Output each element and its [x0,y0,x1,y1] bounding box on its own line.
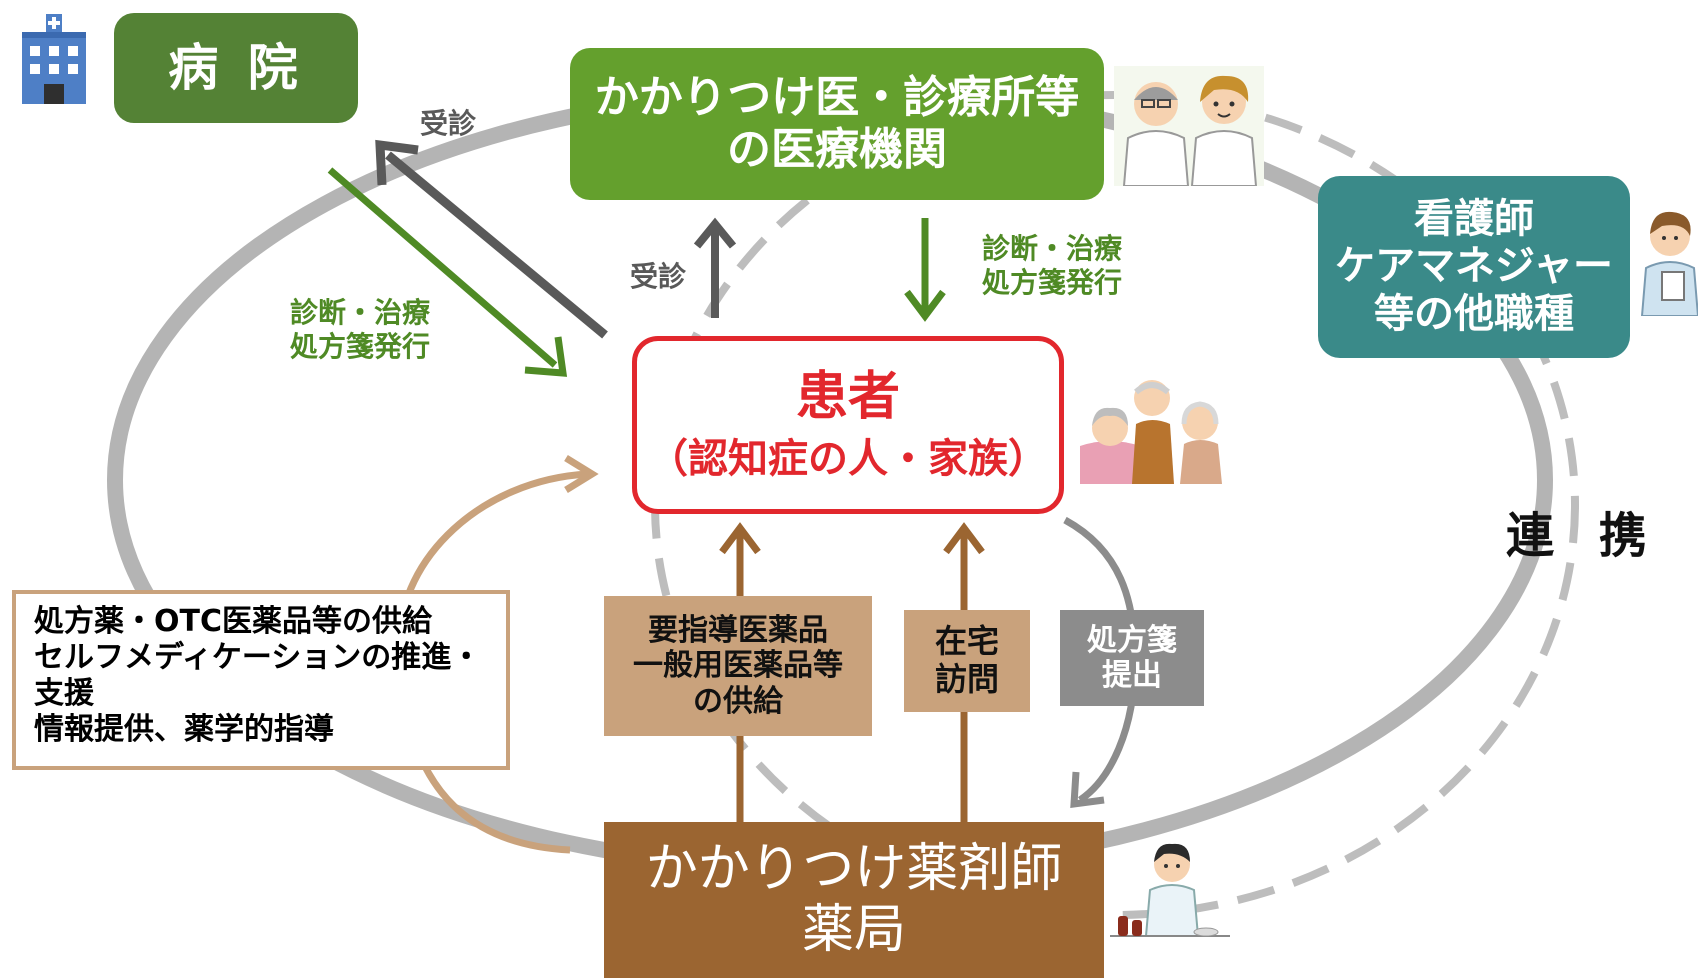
label-diagnosis-clinic-line1: 診断・治療 [982,232,1123,265]
clinic-label-line1: かかりつけ医・診療所等 [594,72,1080,124]
home-visit-line1: 在宅 [934,622,999,661]
pharmacist-illustration-icon [1110,840,1230,958]
nurse-illustration-icon [1638,206,1700,317]
clinic-label-line2: の医療機関 [727,124,947,175]
prescription-submit-line1: 処方箋 [1087,622,1177,658]
home-visit-line2: 訪問 [934,660,999,698]
pharmacy-node: かかりつけ薬剤師 薬局 [604,822,1104,978]
hospital-label: 病 院 [168,38,304,97]
supply-info-box: 処方薬・OTC医薬品等の供給 セルフメディケーションの推進・ 支援 情報提供、薬… [12,590,510,770]
label-visit-clinic: 受診 [630,260,687,293]
label-collaboration: 連 携 [1506,508,1661,564]
label-diagnosis-clinic-line2: 処方箋発行 [982,265,1123,299]
supply-info-line4: 情報提供、薬学的指導 [34,712,334,747]
pharmacy-label-line1: かかりつけ薬剤師 [645,838,1063,899]
hospital-node: 病 院 [114,13,358,123]
supply-info-line1: 処方薬・OTC医薬品等の供給 [34,604,432,639]
pharmacy-label-line2: 薬局 [801,900,906,960]
guidance-drugs-line1: 要指導医薬品 [648,612,828,648]
guidance-drugs-line2: 一般用医薬品等 [633,648,843,684]
prescription-submit-box: 処方箋 提出 [1060,610,1204,706]
label-diagnosis-clinic: 診断・治療 処方箋発行 [982,232,1122,299]
label-diagnosis-hospital-line1: 診断・治療 [290,296,431,329]
supply-info-line2: セルフメディケーションの推進・ [34,640,482,675]
arrow-visit-hospital [375,139,608,339]
label-diagnosis-hospital: 診断・治療 処方箋発行 [290,296,430,363]
other-staff-line1: 看護師 [1414,196,1534,243]
arrow-diagnosis-hospital [327,167,568,377]
label-diagnosis-hospital-line2: 処方箋発行 [290,329,431,363]
patient-label-line1: 患者 [795,366,900,427]
hospital-building-icon [18,12,90,108]
supply-info-line3: 支援 [34,676,94,711]
prescription-submit-line2: 提出 [1102,658,1162,693]
elderly-family-illustration-icon [1080,376,1226,484]
other-staff-line2: ケアマネジャー [1335,243,1613,290]
other-staff-line3: 等の他職種 [1374,290,1574,337]
doctors-illustration-icon [1114,66,1264,187]
guidance-drugs-line3: の供給 [693,683,783,719]
arrow-diagnosis-clinic [904,218,946,322]
other-staff-node: 看護師 ケアマネジャー 等の他職種 [1318,176,1630,358]
arrow-visit-clinic [693,217,737,318]
home-visit-box: 在宅 訪問 [904,610,1030,712]
patient-label-line2: （認知症の人・家族） [648,436,1048,483]
guidance-drugs-box: 要指導医薬品 一般用医薬品等 の供給 [604,596,872,736]
label-visit-hospital: 受診 [420,107,477,140]
clinic-node: かかりつけ医・診療所等 の医療機関 [570,48,1104,200]
patient-node: 患者 （認知症の人・家族） [632,336,1064,514]
